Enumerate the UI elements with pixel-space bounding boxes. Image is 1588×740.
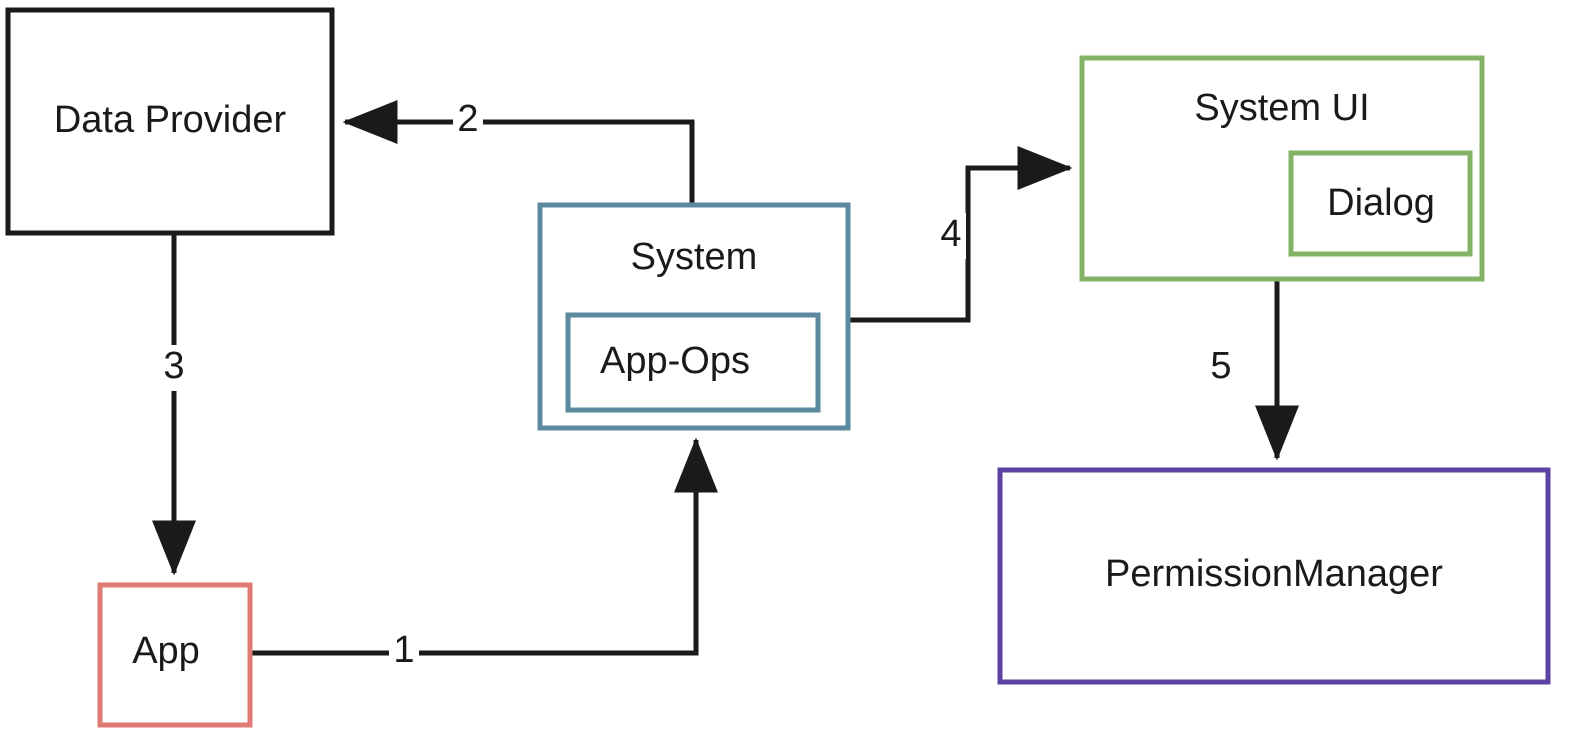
edge-5-label: 5 xyxy=(1210,345,1231,387)
edge-2-label-bg xyxy=(453,98,483,144)
node-data-provider-rect xyxy=(5,7,335,236)
nodes-layer: Data Provider System App-Ops System UI D… xyxy=(5,7,1551,728)
edge-2-label-group: 2 xyxy=(453,98,483,144)
node-data-provider-label: Data Provider xyxy=(54,99,287,141)
edge-2-label: 2 xyxy=(457,98,478,140)
edge-3-label-group: 3 xyxy=(159,345,189,391)
edge-4-label-group: 4 xyxy=(936,213,966,259)
edge-1-label: 1 xyxy=(393,629,414,671)
edge-1-label-group: 1 xyxy=(389,629,419,675)
node-dialog-rect xyxy=(1288,150,1473,257)
edge-2-line xyxy=(342,100,695,205)
node-dialog[interactable]: Dialog xyxy=(1288,150,1473,257)
node-permission-manager-rect xyxy=(997,467,1551,685)
node-dialog-label: Dialog xyxy=(1327,182,1435,224)
node-app-ops[interactable]: App-Ops xyxy=(565,312,821,413)
node-app-rect xyxy=(97,582,253,728)
node-app-ops-label: App-Ops xyxy=(600,340,750,382)
edge-4-line xyxy=(848,146,1073,323)
edge-1-label-bg xyxy=(389,629,419,675)
node-system-ui-label: System UI xyxy=(1194,87,1369,129)
edge-4-label-bg xyxy=(936,213,966,259)
edge-3-label-bg xyxy=(159,345,189,391)
node-system-label: System xyxy=(631,236,758,278)
edge-5-label-group: 5 xyxy=(1206,345,1236,391)
edge-5-label-bg xyxy=(1206,345,1236,391)
node-data-provider[interactable]: Data Provider xyxy=(5,7,335,236)
edge-3-label: 3 xyxy=(163,345,184,387)
node-permission-manager-label: PermissionManager xyxy=(1105,553,1443,595)
edge-4-label: 4 xyxy=(940,213,961,255)
edge-1-line xyxy=(250,437,718,656)
edge-labels-layer: 1 2 3 4 5 xyxy=(159,98,1236,675)
node-permission-manager[interactable]: PermissionManager xyxy=(997,467,1551,685)
node-app[interactable]: App xyxy=(97,582,253,728)
node-app-ops-rect xyxy=(565,312,821,413)
node-app-label: App xyxy=(132,630,200,672)
